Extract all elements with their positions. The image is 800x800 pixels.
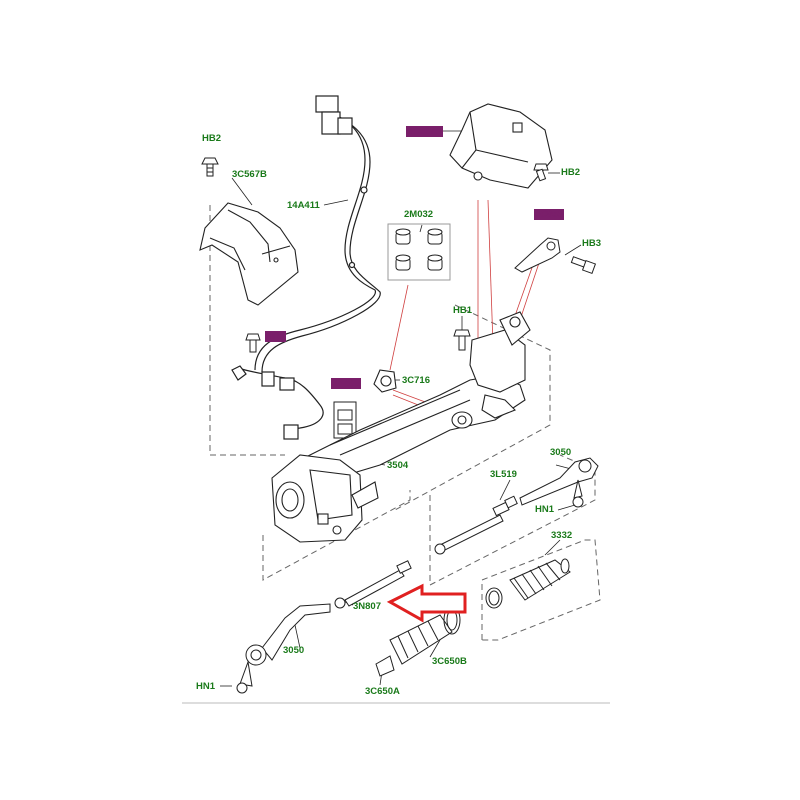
dashed-outline-bellows [481, 539, 601, 641]
label-3c853: 3C853 [534, 209, 564, 220]
label-hb2-left: HB2 [202, 133, 222, 144]
steering-rack [271, 311, 531, 543]
label-3c650b: 3C650B [432, 656, 467, 667]
label-hb2-right: HB2 [561, 167, 581, 178]
label-3n807: 3N807 [353, 601, 381, 612]
label-3050-left: 3050 [283, 645, 305, 656]
label-hb1-center: HB1 [453, 305, 473, 316]
bellows-kit [485, 558, 571, 609]
heat-shield-left [199, 202, 299, 306]
label-3l519: 3L519 [490, 469, 517, 480]
bolt-hb1-left [245, 333, 261, 353]
label-3c567b: 3C567B [232, 169, 267, 180]
label-hb3: HB3 [582, 238, 602, 249]
bolt-hb3 [570, 256, 597, 275]
callout-arrow-icon [386, 583, 467, 623]
label-2m032: 2M032 [404, 209, 434, 220]
wiring-harness [231, 95, 381, 440]
dashed-outline-main [209, 205, 596, 586]
tie-rod-outer-left [236, 603, 331, 694]
bolt-hb2-left [201, 157, 219, 177]
label-hn1-left: HN1 [196, 681, 216, 692]
label-3a488: 3A488 [331, 378, 361, 389]
tie-rod-outer-right [519, 457, 599, 508]
label-hb1-highlight: HB1 [265, 331, 287, 342]
label-hn1-right: HN1 [535, 504, 555, 515]
label-3050-right: 3050 [550, 447, 572, 458]
label-3332: 3332 [551, 530, 573, 541]
bolt-hb2-right [533, 163, 549, 182]
bracket-3a488 [333, 401, 357, 439]
tie-rod-inner-right [434, 495, 518, 555]
bushings-2m032 [387, 223, 451, 281]
bracket-3c853 [514, 237, 561, 273]
label-3c567a: 3C567A [406, 126, 443, 137]
tie-rod-inner-left [334, 560, 412, 609]
bellows-3c650 [375, 605, 461, 677]
label-3504: 3504 [387, 460, 409, 471]
label-3c650a: 3C650A [365, 686, 400, 697]
label-14a411: 14A411 [287, 200, 320, 211]
cover-3c567a [449, 103, 553, 189]
label-3c716: 3C716 [402, 375, 430, 386]
bolt-hb1-center [453, 329, 471, 351]
